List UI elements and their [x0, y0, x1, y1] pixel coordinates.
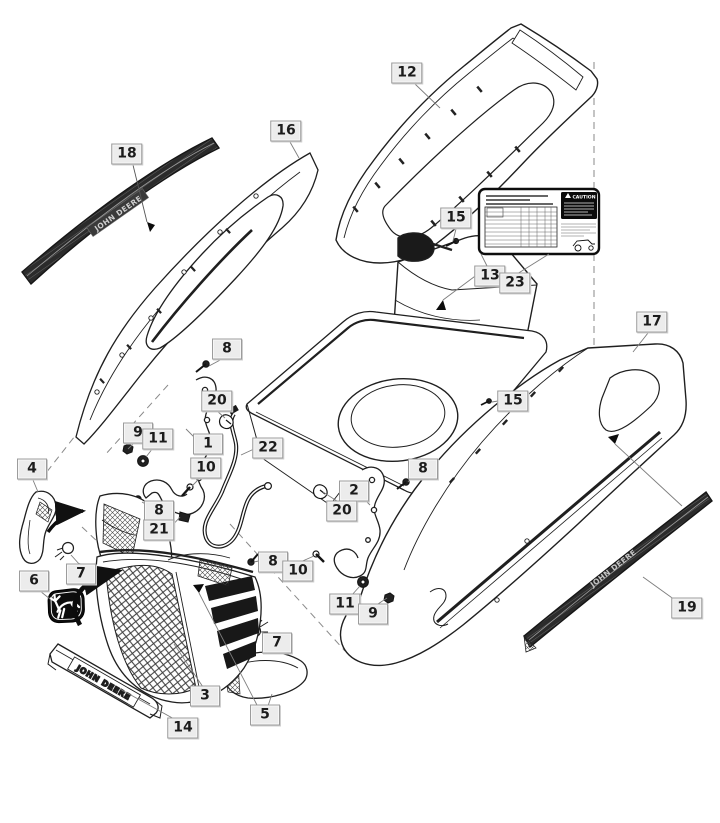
callout-9[interactable]: 9	[358, 603, 388, 625]
caution-panel: CAUTION	[561, 192, 597, 219]
part-13-service-decal: CAUTION	[477, 187, 601, 256]
callout-22[interactable]: 22	[252, 437, 284, 459]
screw-15-top	[445, 237, 460, 247]
callout-18[interactable]: 18	[111, 143, 143, 165]
callout-15[interactable]: 15	[497, 390, 529, 412]
grille-mesh	[105, 564, 197, 695]
screw-15-mid	[480, 398, 492, 406]
part-3-grille-assembly	[95, 492, 262, 704]
callout-3[interactable]: 3	[190, 685, 220, 707]
caution-header-text: CAUTION	[572, 195, 595, 201]
callout-leader-lines	[32, 83, 683, 721]
callout-7[interactable]: 7	[262, 632, 292, 654]
callout-16[interactable]: 16	[270, 120, 302, 142]
part-16-left-side-panel	[75, 152, 319, 445]
install-arrows	[46, 500, 124, 627]
callout-12[interactable]: 12	[391, 62, 423, 84]
part-12-hood-top-panel	[335, 23, 599, 264]
callout-14[interactable]: 14	[167, 717, 199, 739]
callout-11[interactable]: 11	[329, 593, 361, 615]
callout-20[interactable]: 20	[326, 500, 358, 522]
callout-13[interactable]: 13	[474, 265, 506, 287]
bulb-7-left	[54, 541, 75, 561]
part-22-wiring-cable	[202, 404, 273, 549]
grommet-11-right	[357, 576, 369, 588]
callout-2[interactable]: 2	[339, 480, 369, 502]
callout-10[interactable]: 10	[190, 457, 222, 479]
callout-23[interactable]: 23	[499, 272, 531, 294]
callout-19[interactable]: 19	[671, 597, 703, 619]
screw-8-center	[247, 553, 259, 566]
screw-10-right	[312, 550, 325, 563]
callout-11[interactable]: 11	[142, 428, 174, 450]
callout-21[interactable]: 21	[143, 519, 175, 541]
callout-5[interactable]: 5	[250, 704, 280, 726]
decal-tractor-icon	[572, 239, 595, 252]
nut-9-right	[383, 592, 395, 604]
callout-17[interactable]: 17	[636, 311, 668, 333]
callout-4[interactable]: 4	[17, 458, 47, 480]
callout-1[interactable]: 1	[193, 433, 223, 455]
callout-10[interactable]: 10	[282, 560, 314, 582]
callout-15[interactable]: 15	[440, 207, 472, 229]
part-20-cable-clips	[218, 414, 328, 500]
part-2-hood-latch-bracket-right	[333, 466, 385, 579]
callout-6[interactable]: 6	[19, 570, 49, 592]
brand-text-strip-19: JOHN DEERE	[588, 548, 638, 590]
hood-support-panel	[245, 310, 548, 506]
callout-7[interactable]: 7	[66, 563, 96, 585]
callout-20[interactable]: 20	[201, 390, 233, 412]
callout-8[interactable]: 8	[408, 458, 438, 480]
callout-8[interactable]: 8	[212, 338, 242, 360]
screw-10-left	[181, 483, 194, 497]
screw-8-upper-left	[195, 360, 210, 373]
screw-8-right	[396, 478, 410, 490]
grommet-11-left	[137, 455, 149, 467]
callout-8[interactable]: 8	[144, 500, 174, 522]
grille-slats	[205, 576, 259, 669]
part-17-right-side-panel	[339, 343, 687, 667]
